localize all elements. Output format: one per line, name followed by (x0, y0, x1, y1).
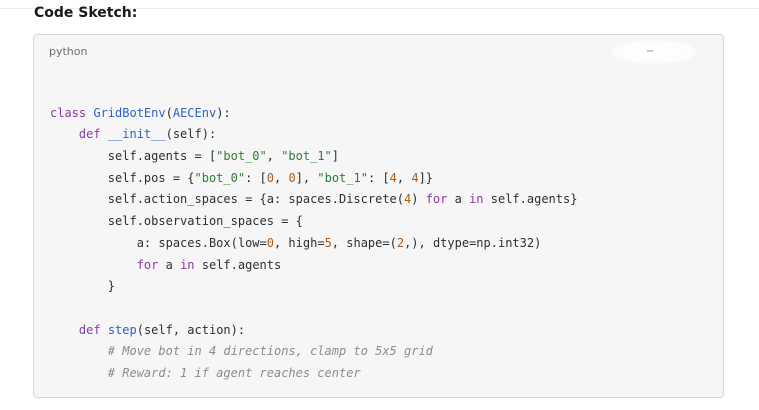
code-token: "bot_1" (281, 149, 332, 164)
code-language-label: python (49, 45, 88, 58)
code-line: self.agents = ["bot_0", "bot_1"] (50, 146, 577, 168)
code-line: # Move bot in 4 directions, clamp to 5x5… (50, 341, 577, 363)
code-token: } (50, 279, 116, 294)
top-divider (0, 0, 759, 9)
code-token: 0 (288, 170, 296, 185)
code-line: def __init__(self): (50, 124, 577, 146)
copy-icon[interactable] (611, 40, 697, 64)
code-token: # Reward: 1 if agent reaches center (107, 365, 361, 380)
code-token: a (158, 257, 181, 272)
code-token: ], (295, 170, 318, 185)
code-block: python class GridBotEnv(AECEnv): def __i… (33, 34, 724, 398)
code-token: self.agents} (483, 192, 578, 207)
code-token: : [ (367, 170, 390, 185)
code-token: def (78, 127, 108, 142)
code-token: , (274, 170, 289, 185)
code-token: 5 (324, 235, 332, 250)
code-token: ): (216, 105, 231, 120)
code-token: def (78, 322, 108, 337)
code-token: (self): (165, 127, 217, 142)
code-body: class GridBotEnv(AECEnv): def __init__(s… (50, 81, 578, 398)
code-line: for a in self.agents (50, 255, 577, 277)
code-token (50, 323, 79, 337)
code-token: , shape=( (331, 235, 397, 250)
code-token: 0 (266, 235, 274, 250)
code-token: "bot_1" (317, 170, 368, 185)
code-token: a (447, 192, 470, 207)
section-heading: Code Sketch: (34, 5, 138, 21)
code-token: , (266, 149, 282, 164)
code-token: ( (165, 105, 173, 120)
code-line: } (50, 276, 577, 298)
code-token: 2 (396, 235, 405, 250)
code-token: for (425, 192, 448, 207)
code-token: for (136, 257, 159, 272)
code-token (50, 344, 108, 358)
code-token: "bot_0" (216, 149, 267, 164)
code-token: 4 (411, 170, 419, 185)
code-token: self.agents = [ (50, 149, 217, 164)
code-token: a: spaces.Box(low= (50, 235, 267, 250)
code-token: 4 (404, 192, 412, 207)
code-token: 0 (266, 170, 274, 185)
code-line: self.action_spaces = {a: spaces.Discrete… (50, 189, 578, 211)
code-token: GridBotEnv (93, 105, 166, 120)
code-token (50, 366, 108, 380)
code-line: ... (50, 385, 577, 398)
code-token: ... (50, 387, 130, 398)
copy-icon-mark (647, 50, 653, 52)
code-token: class (50, 105, 94, 120)
code-token: ,), dtype=np.int32) (404, 235, 542, 250)
code-token: , high= (273, 235, 325, 250)
code-token: in (180, 257, 195, 272)
code-token: 4 (389, 170, 397, 185)
code-token: : [ (245, 170, 267, 185)
code-token: , (396, 170, 412, 185)
code-token: self.action_spaces = {a: spaces.Discrete… (50, 192, 405, 207)
code-line (50, 81, 577, 103)
code-token: self.pos = { (50, 170, 195, 185)
code-token: step (107, 322, 137, 337)
code-token: __init__ (107, 127, 166, 142)
code-token: "bot_0" (194, 170, 246, 185)
code-line: a: spaces.Box(low=0, high=5, shape=(2,),… (50, 233, 577, 255)
code-line: def step(self, action): (50, 320, 577, 342)
code-token: # Move bot in 4 directions, clamp to 5x5… (107, 344, 433, 359)
code-token: in (469, 192, 484, 207)
code-line (50, 298, 577, 320)
code-token: ]} (418, 170, 434, 185)
code-token: (self, action): (136, 322, 246, 337)
code-token: ] (331, 149, 340, 164)
code-line: self.observation_spaces = { (50, 211, 577, 233)
code-token: self.observation_spaces = { (50, 214, 303, 229)
code-token: self.agents (194, 257, 282, 272)
code-token (50, 127, 79, 141)
code-line: class GridBotEnv(AECEnv): (50, 103, 577, 125)
code-token: ) (411, 192, 426, 207)
code-line: # Reward: 1 if agent reaches center (50, 363, 577, 385)
code-token: AECEnv (172, 105, 217, 120)
code-line: self.pos = {"bot_0": [0, 0], "bot_1": [4… (50, 168, 577, 190)
code-token (50, 258, 137, 272)
